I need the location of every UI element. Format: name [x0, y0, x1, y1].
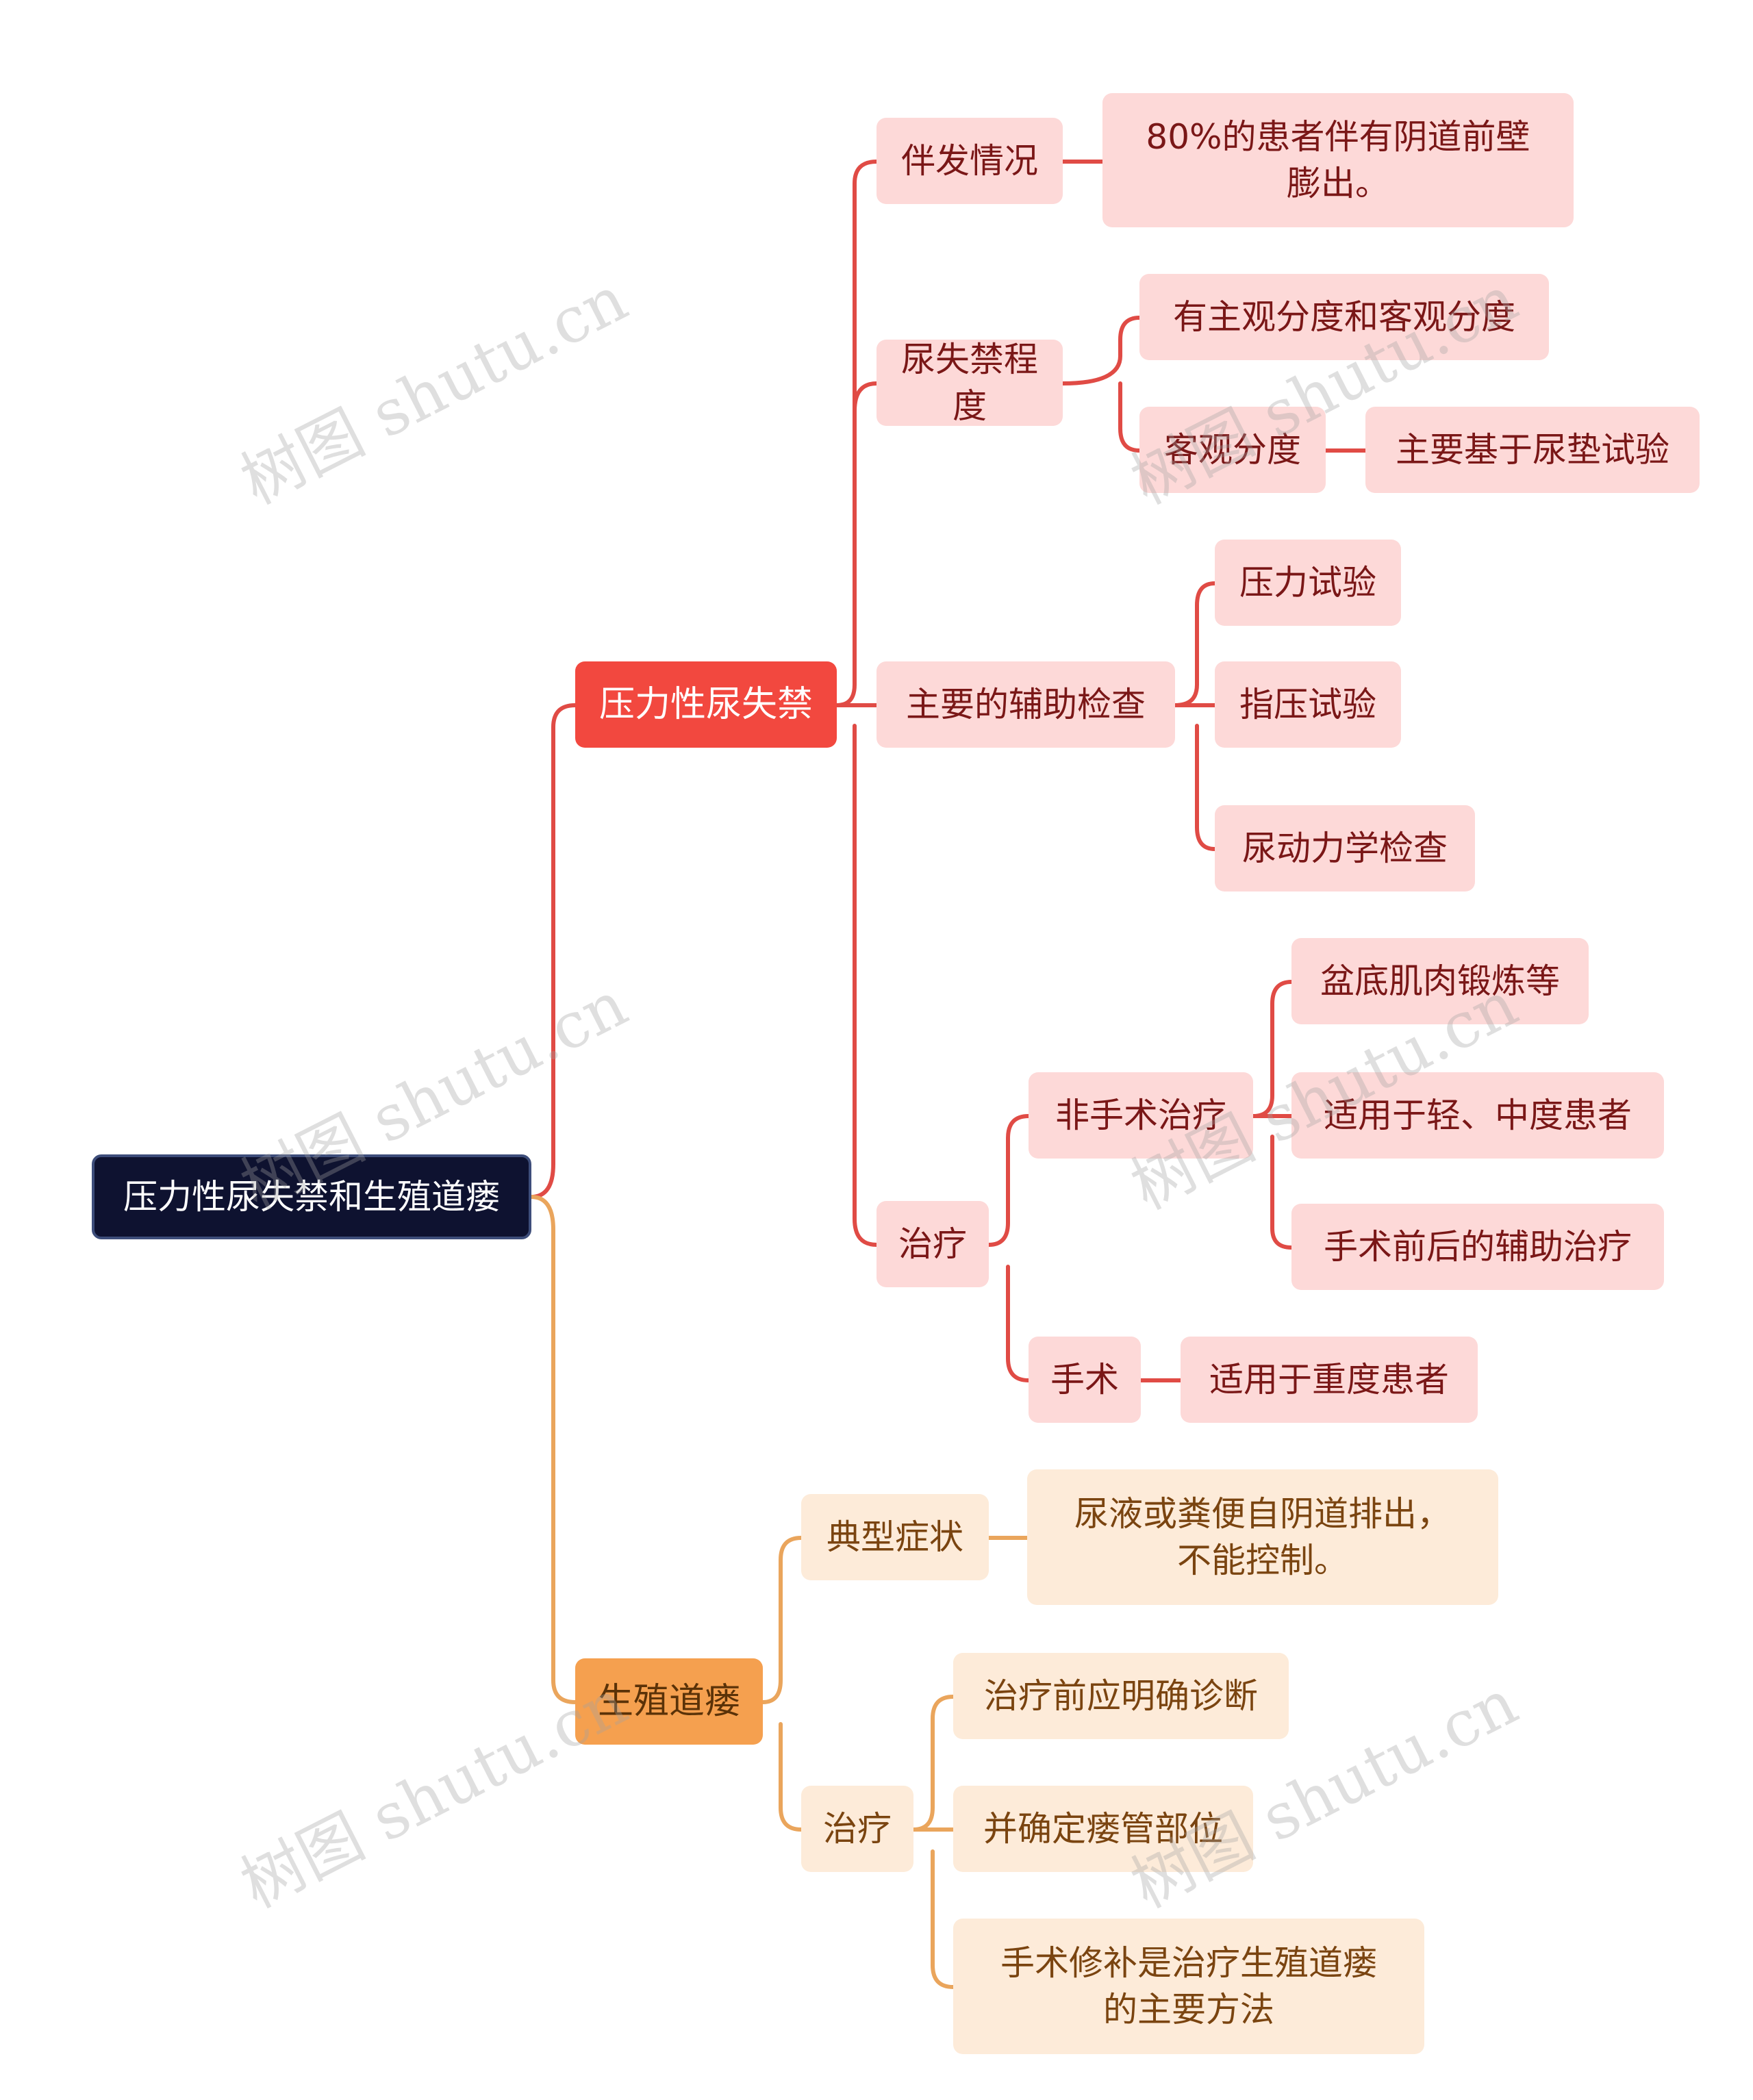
link-b1-degree	[853, 381, 879, 413]
node-objective-detail[interactable]: 主要基于尿垫试验	[1365, 407, 1700, 493]
node-nonsurgical-item-3[interactable]: 手术前后的辅助治疗	[1291, 1204, 1664, 1290]
node-exam-item-2[interactable]: 指压试验	[1215, 661, 1401, 748]
link-root-branch2	[529, 1195, 577, 1704]
link-nonsurgical-item3	[1270, 1135, 1294, 1250]
node-fistula-treatment[interactable]: 治疗	[801, 1786, 913, 1872]
link-exams-item1	[1173, 581, 1217, 707]
link-root-branch1	[529, 703, 577, 1199]
node-treatment[interactable]: 治疗	[876, 1201, 989, 1287]
link-b2t-item3	[931, 1849, 955, 1989]
node-fistula-treatment-item-2[interactable]: 并确定瘘管部位	[953, 1786, 1253, 1872]
branch-genital-fistula[interactable]: 生殖道瘘	[575, 1658, 763, 1745]
node-fistula-treatment-item-1[interactable]: 治疗前应明确诊断	[953, 1653, 1289, 1739]
node-fistula-treatment-item-3[interactable]: 手术修补是治疗生殖道瘘 的主要方法	[953, 1919, 1424, 2054]
link-b2t-item1	[911, 1695, 955, 1832]
node-surgery-detail[interactable]: 适用于重度患者	[1181, 1337, 1478, 1423]
node-objective[interactable]: 客观分度	[1139, 407, 1326, 493]
link-treatment-nonsurgical	[987, 1114, 1031, 1247]
node-nonsurgical-item-2[interactable]: 适用于轻、中度患者	[1291, 1072, 1664, 1159]
node-accompany-detail[interactable]: 80%的患者伴有阴道前壁 膨出。	[1102, 93, 1574, 227]
link-b2-treatment	[779, 1722, 803, 1832]
link-treatment-surgery	[1006, 1265, 1031, 1382]
root-node[interactable]: 压力性尿失禁和生殖道瘘	[92, 1154, 531, 1239]
node-accompany[interactable]: 伴发情况	[876, 118, 1063, 204]
link-b1-accompany	[835, 160, 879, 707]
node-exams[interactable]: 主要的辅助检查	[876, 661, 1175, 748]
node-exam-item-1[interactable]: 压力试验	[1215, 540, 1401, 626]
branch-stress-incontinence[interactable]: 压力性尿失禁	[575, 661, 837, 748]
link-b1-treatment	[853, 724, 879, 1247]
node-degree[interactable]: 尿失禁程度	[876, 340, 1063, 426]
node-symptom-detail[interactable]: 尿液或粪便自阴道排出， 不能控制。	[1027, 1469, 1498, 1605]
node-nonsurgical-item-1[interactable]: 盆底肌肉锻炼等	[1291, 938, 1589, 1024]
link-degree-item1	[1061, 316, 1142, 385]
node-exam-item-3[interactable]: 尿动力学检查	[1215, 805, 1475, 891]
node-surgery[interactable]: 手术	[1029, 1337, 1141, 1423]
node-nonsurgical[interactable]: 非手术治疗	[1029, 1072, 1253, 1159]
link-exams-item3	[1195, 724, 1217, 851]
link-nonsurgical-item1	[1251, 980, 1294, 1118]
link-degree-objective	[1118, 381, 1142, 453]
node-symptom[interactable]: 典型症状	[801, 1494, 989, 1580]
link-b2-symptom	[761, 1536, 803, 1704]
node-degree-item1[interactable]: 有主观分度和客观分度	[1139, 274, 1549, 360]
